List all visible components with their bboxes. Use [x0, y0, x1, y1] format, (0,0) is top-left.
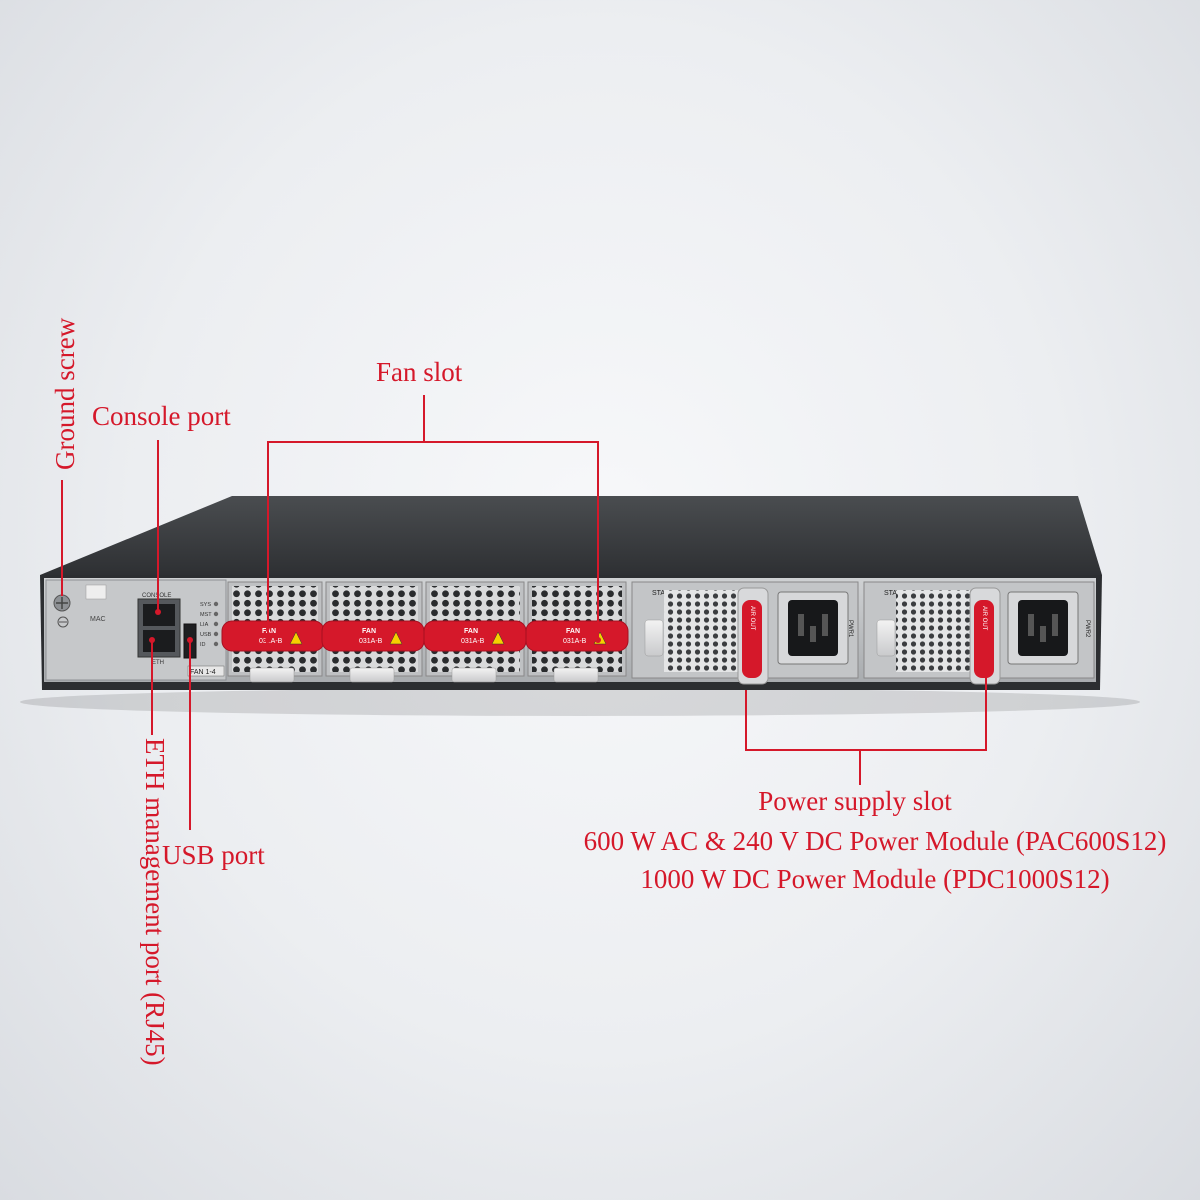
fan-module-3[interactable]: FAN 031A-B	[423, 581, 527, 683]
fan-pull-tab[interactable]	[553, 667, 599, 683]
led-usb-label: USB	[200, 632, 212, 638]
console-label: CONSOLE	[142, 593, 171, 599]
psu-vent	[896, 590, 970, 672]
led-sys-label: SYS	[200, 602, 211, 608]
power-module-1-callout: 600 W AC & 240 V DC Power Module (PAC600…	[583, 826, 1167, 856]
fan-pull-tab[interactable]	[349, 667, 395, 683]
fan-module-model: 031A-B	[461, 638, 485, 645]
psu-airflow-label: AIR OUT	[981, 606, 987, 631]
mac-label: MAC	[90, 616, 106, 623]
led-mst-label: MST	[200, 612, 212, 618]
fan-handle[interactable]	[221, 620, 325, 652]
fan-handle[interactable]	[423, 620, 527, 652]
console-port-socket	[143, 604, 175, 626]
fan-module-1[interactable]: FAN 031A-B	[221, 581, 325, 683]
fan-bay-label: FAN 1-4	[190, 669, 216, 676]
chassis-shadow	[20, 688, 1140, 716]
psu-latch[interactable]	[644, 619, 664, 657]
fan-handle[interactable]	[525, 620, 629, 652]
psu-airflow-tag	[974, 600, 994, 678]
chassis-top	[40, 496, 1102, 575]
fan-module-label: FAN	[566, 628, 580, 635]
psu-stat-label: STAT	[652, 590, 670, 597]
power-module-2-callout: 1000 W DC Power Module (PDC1000S12)	[640, 864, 1110, 894]
power-supply-slot-callout: Power supply slot	[758, 786, 952, 816]
ground-symbol-icon	[57, 616, 69, 628]
psu-vent	[664, 590, 738, 672]
warning-icon	[491, 631, 505, 645]
power-supply-1[interactable]: STAT AIR OUT PWR1	[631, 581, 859, 685]
fan-module-model: 031A-B	[259, 638, 283, 645]
fan-handle[interactable]	[321, 620, 425, 652]
ground-screw-callout: Ground screw	[50, 317, 80, 470]
warning-icon	[389, 631, 403, 645]
fan-pull-tab[interactable]	[451, 667, 497, 683]
psu-airflow-label: AIR OUT	[749, 606, 755, 631]
control-panel: MAC CONSOLE ETH SYS MST LIA USB ID FAN 1…	[45, 579, 227, 681]
psu-airflow-tag	[742, 600, 762, 678]
warning-icon	[289, 631, 303, 645]
led-lia-label: LIA	[200, 622, 209, 628]
fan-module-model: 031A-B	[359, 638, 383, 645]
fan-pull-tab[interactable]	[249, 667, 295, 683]
mac-sticker	[85, 584, 107, 600]
fan-module-label: FAN	[362, 628, 376, 635]
fan-slot-callout: Fan slot	[376, 357, 463, 387]
psu-latch[interactable]	[876, 619, 896, 657]
fan-module-model: 031A-B	[563, 638, 587, 645]
leader-lines	[61, 395, 989, 830]
eth-port-socket	[143, 630, 175, 652]
psu-pwr-label: PWR1	[847, 620, 853, 638]
fan-modules: FAN 031A-B FAN 031A-B FAN 031A-B	[221, 581, 629, 683]
fan-module-4[interactable]: FAN 031A-B	[525, 581, 629, 683]
ground-screw-icon	[53, 594, 71, 612]
fan-module-label: FAN	[464, 628, 478, 635]
usb-port-callout: USB port	[162, 840, 265, 870]
fan-bay-label-bg	[187, 665, 225, 677]
power-supply-2[interactable]: STAT AIR OUT PWR2	[863, 581, 1095, 685]
console-port-callout: Console port	[92, 401, 231, 431]
psu-stat-label: STAT	[884, 590, 902, 597]
fan-module-2[interactable]: FAN 031A-B	[321, 581, 425, 683]
led-id-label: ID	[200, 642, 206, 648]
eth-label: ETH	[152, 660, 164, 666]
psu-pwr2-label: PWR2	[1084, 620, 1090, 638]
led-column: SYS MST LIA USB ID	[200, 601, 219, 648]
